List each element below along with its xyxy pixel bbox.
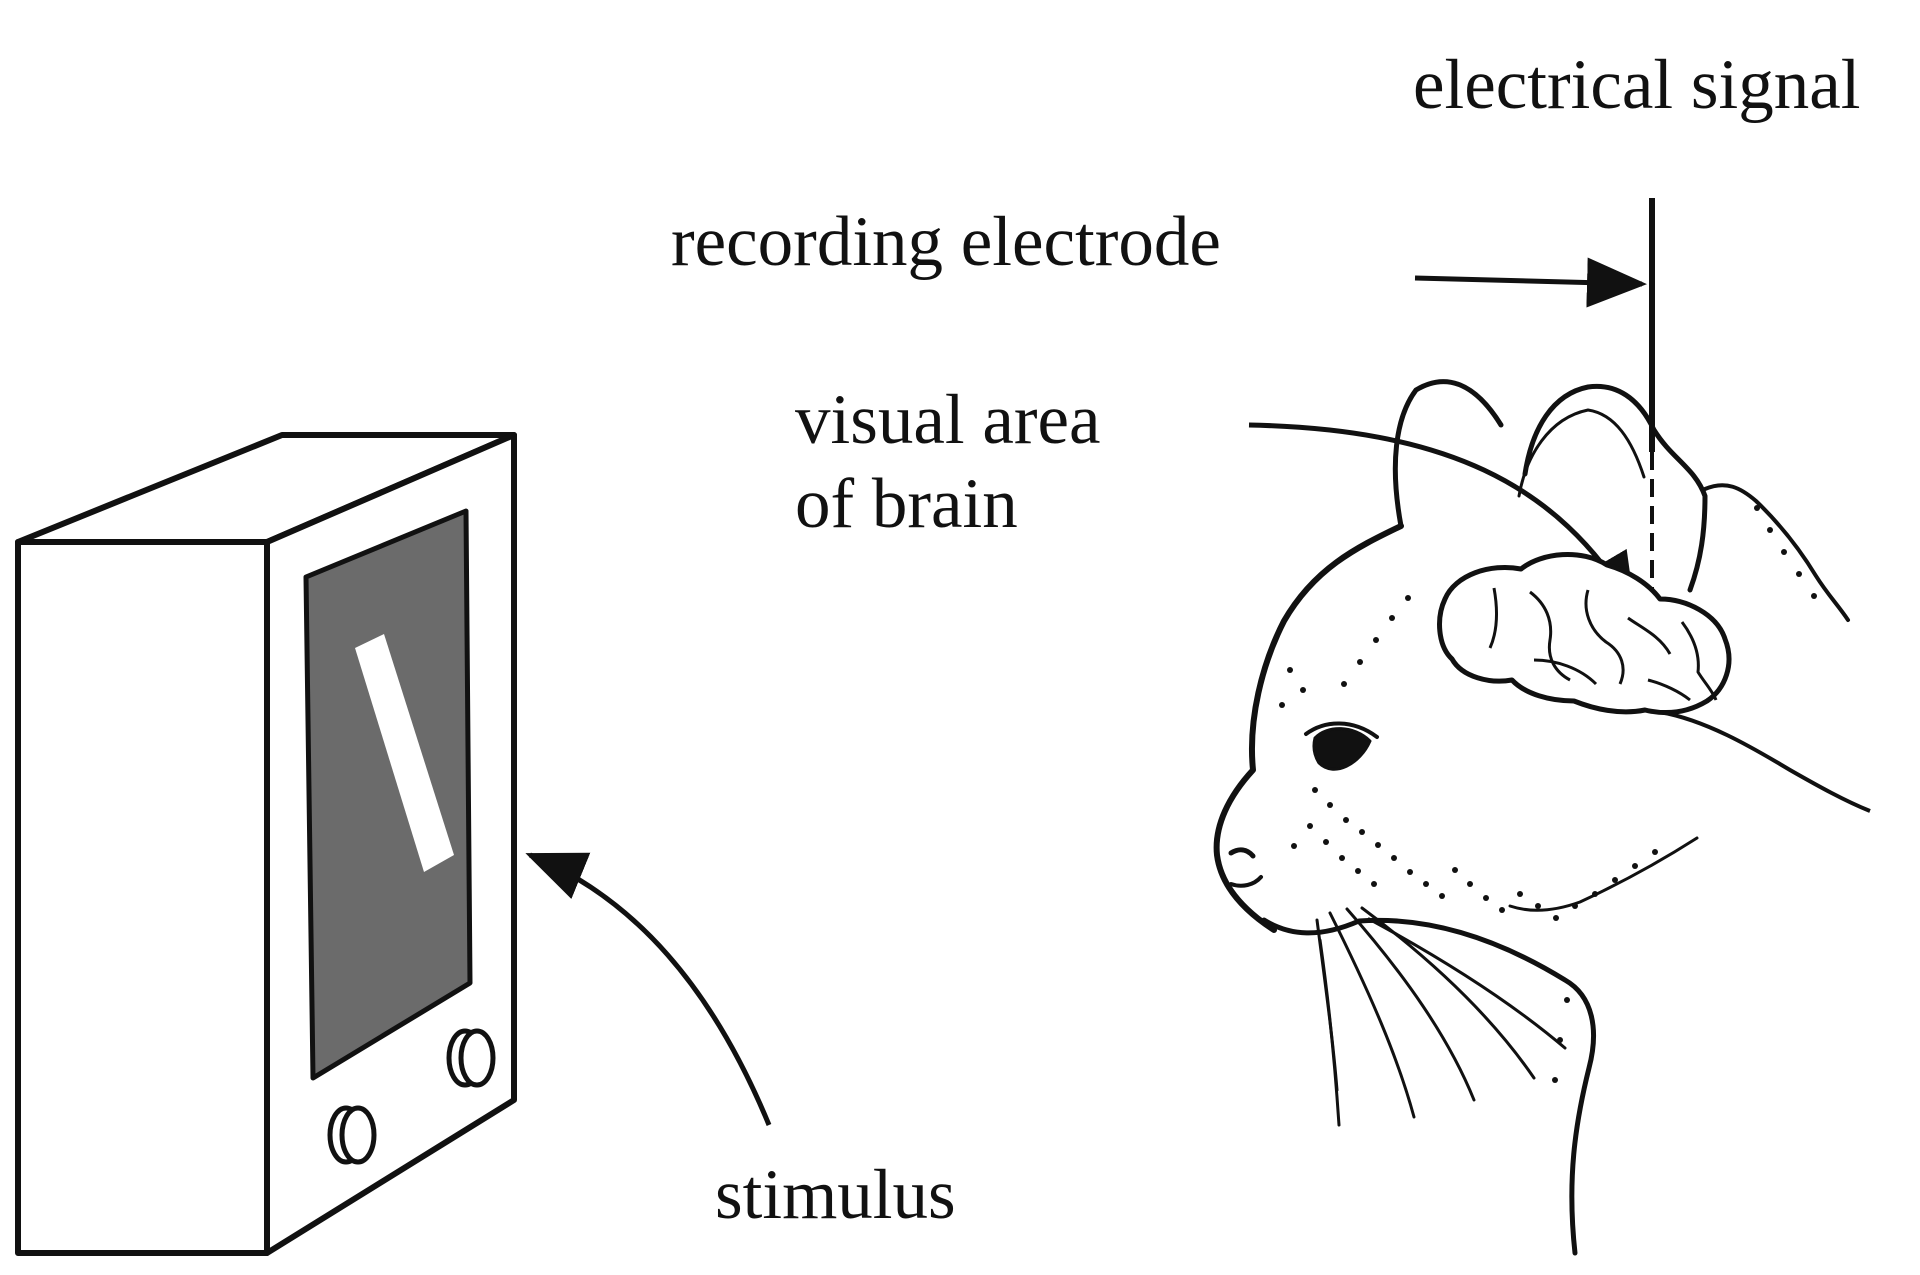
cat-chin [1261, 917, 1596, 1256]
cat [1213, 379, 1850, 1256]
knob [446, 1028, 496, 1088]
monitor [15, 432, 517, 1256]
electrode-arrow [1414, 257, 1647, 308]
label-visual-area-line2: of brain [795, 465, 1018, 544]
cat-fur-dots [1279, 505, 1817, 1083]
cat-mouth [1229, 875, 1263, 888]
cat-ear-inner [1517, 408, 1646, 498]
label-visual-area: visual area of brain [795, 378, 1101, 547]
cat-right-ear [1522, 383, 1708, 593]
cat-whiskers [1315, 906, 1567, 1127]
cat-eye [1312, 727, 1372, 771]
label-recording-electrode: recording electrode [671, 203, 1221, 281]
label-electrical-signal: electrical signal [1413, 46, 1861, 124]
cat-eyelid [1304, 721, 1379, 739]
cat-brain [1437, 552, 1871, 813]
monitor-left-side [15, 539, 270, 1256]
label-visual-area-line1: visual area [795, 381, 1101, 459]
cat-head-outline [1213, 523, 1404, 933]
brain-folds [1488, 587, 1718, 702]
brain-outline [1437, 552, 1732, 716]
monitor-screen [303, 508, 473, 1081]
brain-stem [1659, 710, 1871, 813]
cat-left-ear [1392, 379, 1504, 529]
stimulus-arrow [525, 852, 772, 1126]
cat-nose [1228, 847, 1256, 859]
knob [327, 1105, 377, 1165]
stimulus-bar [355, 634, 454, 872]
label-stimulus: stimulus [715, 1156, 956, 1234]
cat-back-fur [1703, 483, 1850, 622]
cat-neck-fur [1508, 836, 1699, 912]
